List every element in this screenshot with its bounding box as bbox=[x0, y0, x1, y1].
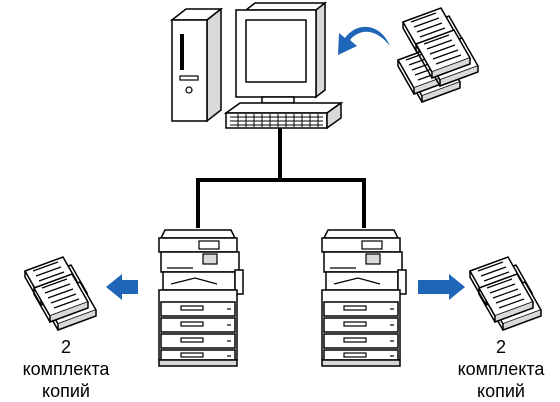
right-printer-icon bbox=[321, 229, 407, 367]
curved-arrow-icon bbox=[338, 26, 390, 55]
input-documents-icon bbox=[397, 7, 479, 103]
left-printer-icon bbox=[158, 229, 244, 367]
left-copy-word1: комплекта bbox=[22, 359, 110, 379]
monitor bbox=[235, 1, 328, 104]
right-copy-word1: комплекта bbox=[457, 359, 545, 379]
left-output-documents-icon bbox=[24, 256, 97, 331]
right-arrow-icon bbox=[418, 274, 465, 300]
right-copy-word2: копий bbox=[477, 381, 525, 401]
right-output-caption: 2 комплекта копий bbox=[436, 336, 560, 402]
computer-icon bbox=[169, 1, 344, 130]
keyboard bbox=[223, 101, 344, 130]
left-copy-word2: копий bbox=[42, 381, 90, 401]
tower-unit bbox=[169, 7, 224, 123]
left-copy-count: 2 bbox=[60, 337, 71, 357]
right-output-documents-icon bbox=[469, 256, 542, 331]
right-copy-count: 2 bbox=[495, 337, 506, 357]
left-arrow-icon bbox=[106, 274, 138, 300]
network-cables bbox=[196, 128, 366, 228]
left-output-caption: 2 комплекта копий bbox=[1, 336, 131, 402]
